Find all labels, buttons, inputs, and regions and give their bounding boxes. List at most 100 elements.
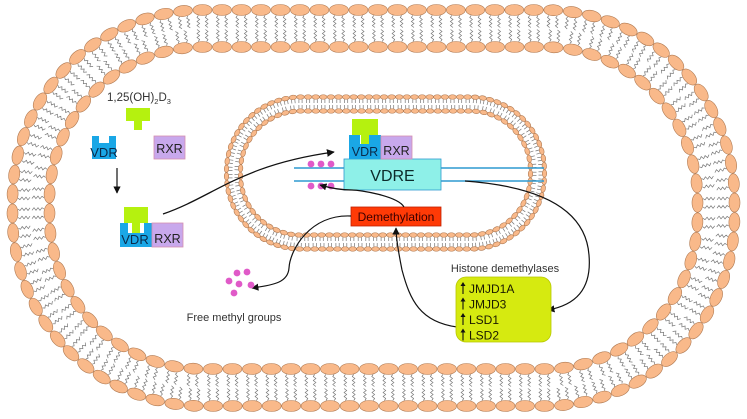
complex-vdr-label: VDR (121, 232, 148, 247)
lipid-head (326, 108, 336, 114)
lipid-head (387, 4, 408, 16)
lipid-head (723, 251, 736, 271)
lipid-head (372, 108, 381, 114)
lipid-head (645, 363, 663, 379)
lipid-head (541, 169, 548, 178)
lipid-head (409, 232, 418, 238)
lipid-head (424, 246, 433, 252)
lipid-head (439, 246, 448, 252)
lipid-head (7, 223, 20, 243)
lipid-head (448, 94, 457, 100)
lipid-head (417, 400, 438, 412)
lipid-head (471, 94, 480, 100)
lipid-head (455, 232, 464, 238)
lipid-head (582, 48, 602, 61)
lipid-head (426, 4, 447, 16)
lipid-head (136, 51, 155, 65)
lipid-head (334, 94, 343, 100)
lipid-head (329, 4, 349, 16)
lipid-head (465, 4, 486, 16)
lipid-head (309, 4, 330, 16)
free-methyl-group (230, 289, 238, 297)
lipid-tails (17, 15, 730, 401)
lipid-head (222, 363, 243, 375)
lipid-head (224, 157, 230, 166)
nuclear-ligand-icon (352, 119, 378, 144)
lipid-head (319, 108, 328, 114)
lipid-head (401, 232, 410, 238)
lipid-head (55, 62, 72, 79)
lipid-head (240, 187, 246, 195)
lipid-head (363, 246, 372, 252)
lipid-head (8, 164, 21, 185)
lipid-head (28, 297, 43, 316)
lipid-head (667, 54, 685, 71)
lipid-head (636, 31, 655, 47)
lipid-head (310, 232, 319, 238)
lipid-head (47, 242, 60, 262)
lipid-head (455, 246, 464, 252)
lipid-head (398, 400, 418, 412)
lipid-head (357, 108, 366, 114)
lipid-head (334, 108, 343, 114)
free-rxr-label: RXR (156, 142, 182, 156)
lipid-head (416, 232, 425, 238)
lipid-head (534, 400, 555, 412)
lipid-head (527, 162, 533, 171)
lipid-head (154, 7, 174, 21)
demethylase-label: JMJD3 (469, 298, 507, 312)
lipid-head (445, 4, 466, 16)
lipid-head (667, 287, 683, 305)
lipid-head (379, 246, 388, 252)
lipid-head (38, 314, 54, 333)
free-rxr: RXR (153, 135, 186, 160)
histone-demethylases-title: Histone demethylases (451, 263, 560, 275)
lipid-head (342, 94, 351, 100)
lipid-head (432, 246, 441, 252)
lipid-head (349, 108, 358, 114)
nuclear-complex: VDR RXR (349, 119, 413, 160)
lipid-head (378, 400, 399, 412)
lipid-head (691, 212, 704, 233)
lipid-head (310, 246, 319, 252)
lipid-head (727, 173, 740, 193)
lipid-head (395, 108, 404, 114)
lipid-head (309, 41, 330, 53)
lipid-head (726, 231, 739, 252)
methyl-group (317, 160, 325, 168)
lipid-head (728, 212, 741, 232)
lipid-head (462, 246, 471, 252)
lipid-head (610, 342, 629, 357)
lipid-head (368, 41, 388, 53)
ligand-label: 1,25(OH)2D3 (107, 92, 171, 106)
lipid-head (539, 146, 545, 155)
lipid-head (145, 393, 165, 407)
free-methyl-label: Free methyl groups (187, 312, 282, 324)
lipid-head (192, 4, 213, 16)
lipid-head (117, 19, 136, 33)
lipid-head (44, 222, 57, 243)
free-methyl-group (225, 277, 233, 285)
lipid-head (261, 363, 282, 375)
lipid-head (699, 305, 715, 324)
lipid-head (273, 242, 282, 248)
lipid-head (111, 337, 129, 353)
upregulation-arrowhead (460, 282, 466, 286)
lipid-head (515, 400, 535, 412)
ligand-icon (126, 108, 150, 130)
lipid-head (619, 22, 638, 37)
lipid-head (563, 43, 583, 56)
lipid-head (470, 232, 479, 238)
lipid-head (274, 97, 283, 104)
lipid-head (320, 363, 340, 375)
lipid-head (11, 145, 24, 165)
bound-ligand-icon (124, 207, 148, 233)
free-methyl-groups (225, 268, 255, 297)
lipid-head (456, 400, 477, 412)
lipid-head (319, 94, 328, 100)
lipid-head (437, 400, 457, 412)
lipid-head (300, 400, 321, 412)
lipid-head (109, 379, 128, 394)
lipid-head (618, 63, 636, 79)
